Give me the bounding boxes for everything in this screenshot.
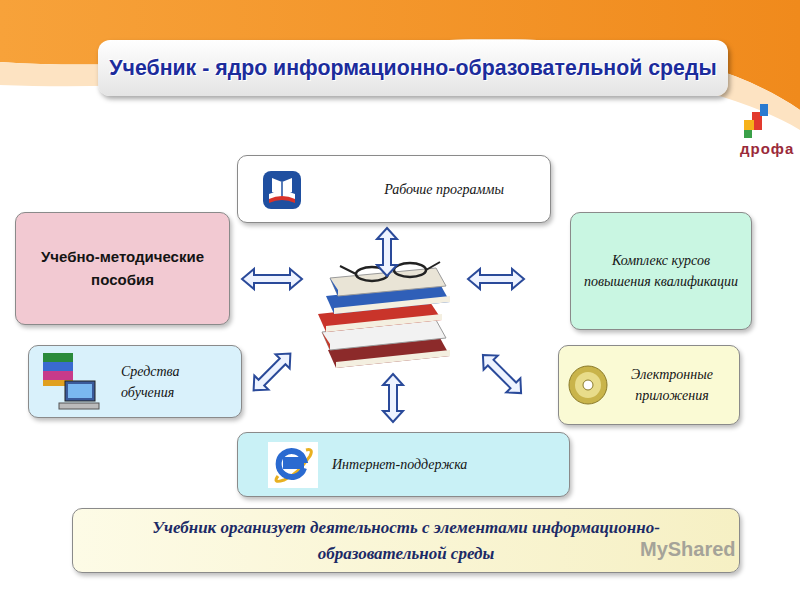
node-text: Учебник организует деятельность с элемен… — [93, 515, 719, 566]
e-apps-box: Электронные приложения — [558, 345, 740, 425]
ie-icon — [268, 442, 318, 488]
text-group: Комплекс курсов повышения квалификации — [581, 250, 741, 292]
node-text: Комплекс курсов повышения квалификации — [581, 250, 741, 292]
text-group: Учебно-методические пособия — [26, 246, 219, 291]
programs-box: Рабочие программы — [237, 155, 551, 223]
node-text: Интернет-поддержка — [332, 454, 467, 475]
title-banner: Учебник - ядро информационно-образовател… — [98, 40, 728, 96]
node-text: Учебно-методические пособия — [26, 246, 219, 291]
text-group: Учебник организует деятельность с элемен… — [93, 515, 719, 566]
text-group: Средства обучения — [121, 361, 231, 403]
double-arrows — [242, 228, 528, 422]
tools-box: Средства обучения — [28, 345, 242, 418]
book-icon — [262, 170, 302, 210]
courses-box: Комплекс курсов повышения квалификации — [570, 212, 752, 330]
logo-text: дрофа — [740, 140, 794, 157]
watermark: MyShared — [640, 538, 736, 561]
header-swoosh — [0, 39, 800, 130]
text-group: Рабочие программы — [384, 179, 504, 200]
header-band — [0, 0, 800, 110]
double-arrow — [476, 348, 528, 400]
node-text: Электронные приложения — [613, 364, 731, 406]
double-arrow — [247, 347, 298, 398]
internet-box: Интернет-поддержка — [237, 432, 570, 497]
double-arrow — [377, 228, 397, 276]
double-arrow — [468, 269, 524, 289]
caption-box: Учебник организует деятельность с элемен… — [72, 508, 740, 573]
node-text: Рабочие программы — [384, 179, 504, 200]
text-group: Интернет-поддержка — [332, 454, 467, 475]
double-arrow — [383, 374, 403, 422]
tools-icon — [39, 351, 105, 413]
node-text: Средства обучения — [121, 361, 231, 403]
text-group: Электронные приложения — [613, 364, 731, 406]
books-illustration — [318, 262, 450, 368]
double-arrow — [242, 269, 302, 289]
manuals-box: Учебно-методические пособия — [15, 212, 230, 325]
cd-icon — [567, 364, 609, 406]
logo-mark — [744, 104, 768, 138]
